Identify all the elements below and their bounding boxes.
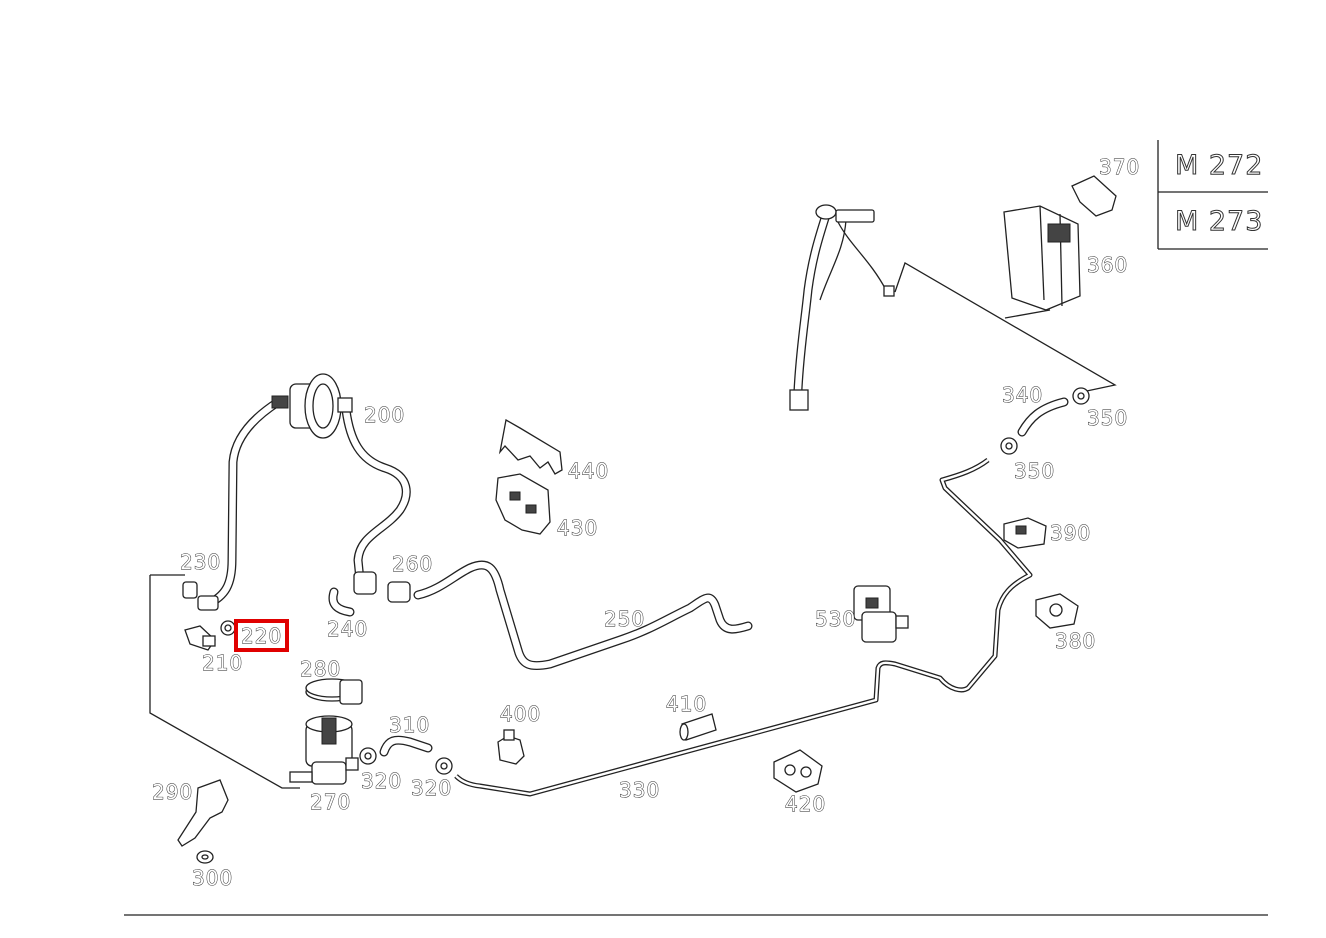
part-230-clip[interactable]	[182, 581, 219, 611]
label-200[interactable]: 200	[364, 403, 405, 428]
label-290[interactable]: 290	[152, 780, 193, 805]
label-270[interactable]: 270	[310, 790, 351, 815]
label-370[interactable]: 370	[1099, 155, 1140, 180]
part-430-bracket[interactable]	[495, 473, 551, 535]
part-270-valve[interactable]	[289, 715, 359, 785]
part-380-holder[interactable]	[1035, 593, 1079, 629]
highlight-box-220	[234, 619, 289, 652]
label-230[interactable]: 230	[180, 550, 221, 575]
label-380[interactable]: 380	[1055, 629, 1096, 654]
part-290-bracket[interactable]	[177, 779, 229, 847]
engine-row-m272: M 272	[1175, 150, 1263, 181]
part-390-bracket[interactable]	[1003, 517, 1047, 549]
part-labels: 200 230 220 210 240 260 250 440 430 280 …	[152, 155, 1140, 891]
label-260[interactable]: 260	[392, 552, 433, 577]
part-280-clamp-band[interactable]	[305, 678, 363, 705]
label-410[interactable]: 410	[666, 692, 707, 717]
label-440[interactable]: 440	[568, 459, 609, 484]
label-400[interactable]: 400	[500, 702, 541, 727]
part-350-clamp-bottom[interactable]	[1000, 437, 1018, 455]
part-340-hose[interactable]	[1017, 397, 1069, 437]
part-420-holder[interactable]	[773, 749, 823, 793]
filler-neck-assembly	[789, 204, 895, 411]
part-410-sleeve[interactable]	[679, 713, 717, 741]
part-400-clip[interactable]	[497, 729, 525, 765]
label-280[interactable]: 280	[300, 657, 341, 682]
part-330-pipe[interactable]	[454, 457, 1033, 797]
label-300[interactable]: 300	[192, 866, 233, 891]
label-250[interactable]: 250	[604, 607, 645, 632]
label-420[interactable]: 420	[785, 792, 826, 817]
label-390[interactable]: 390	[1050, 521, 1091, 546]
part-220-clamp[interactable]	[220, 620, 236, 636]
leader-lines	[149, 262, 1117, 789]
label-360[interactable]: 360	[1087, 253, 1128, 278]
label-350-bottom[interactable]: 350	[1014, 459, 1055, 484]
engine-row-m273: M 273	[1175, 206, 1263, 237]
part-260-connector[interactable]	[353, 571, 411, 603]
part-200-vacuum-unit[interactable]	[203, 373, 411, 609]
part-210-connector[interactable]	[184, 625, 216, 651]
label-350-top[interactable]: 350	[1087, 406, 1128, 431]
label-320-right[interactable]: 320	[411, 776, 452, 801]
label-340[interactable]: 340	[1002, 383, 1043, 408]
part-320-clamp-left[interactable]	[359, 747, 377, 765]
part-250-hose[interactable]	[413, 560, 753, 671]
label-330[interactable]: 330	[619, 778, 660, 803]
part-440-bracket[interactable]	[498, 418, 563, 475]
label-320-left[interactable]: 320	[361, 769, 402, 794]
part-300-nut[interactable]	[196, 850, 214, 864]
part-350-clamp-top[interactable]	[1072, 387, 1090, 405]
label-530[interactable]: 530	[815, 607, 856, 632]
part-240-elbow[interactable]	[328, 587, 355, 617]
label-210[interactable]: 210	[202, 651, 243, 676]
part-530-valve-block[interactable]	[853, 585, 909, 643]
part-360-canister[interactable]	[1003, 205, 1081, 311]
part-310-hose[interactable]	[379, 735, 433, 757]
label-310[interactable]: 310	[389, 713, 430, 738]
label-430[interactable]: 430	[557, 516, 598, 541]
label-240[interactable]: 240	[327, 617, 368, 642]
label-220[interactable]: 220	[241, 624, 282, 649]
engine-table: M 272 M 273	[1157, 140, 1268, 250]
part-320-clamp-right[interactable]	[435, 757, 453, 775]
part-370-bracket[interactable]	[1071, 175, 1117, 217]
